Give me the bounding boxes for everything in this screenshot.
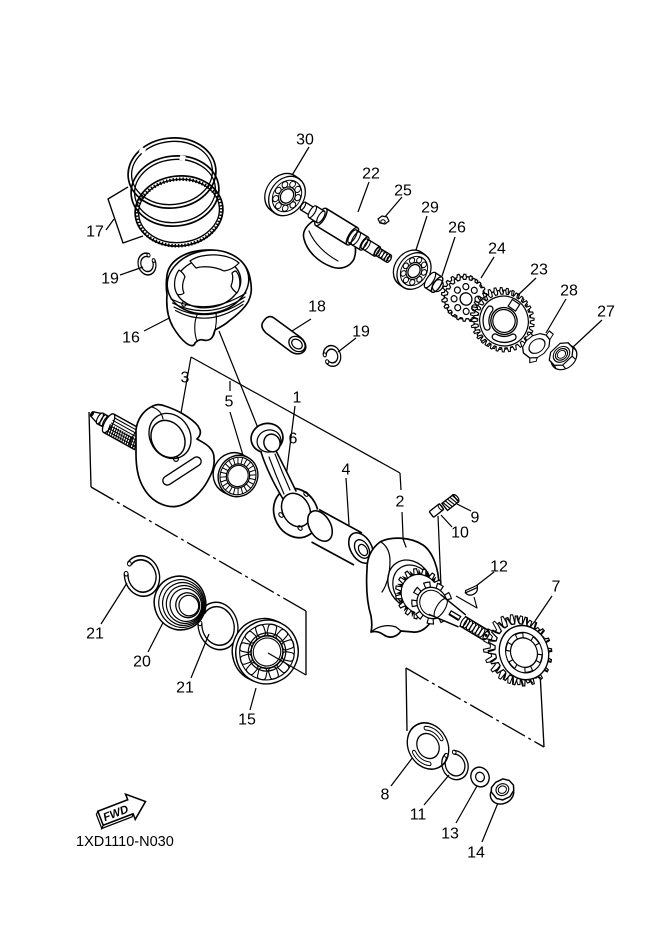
svg-text:26: 26 (448, 220, 466, 237)
svg-text:1XD1110-N030: 1XD1110-N030 (76, 834, 174, 850)
svg-text:8: 8 (381, 787, 390, 804)
svg-text:17: 17 (86, 224, 104, 241)
svg-text:23: 23 (530, 262, 548, 279)
svg-text:6: 6 (289, 431, 298, 448)
svg-text:7: 7 (552, 579, 561, 596)
svg-text:9: 9 (471, 510, 480, 527)
svg-text:5: 5 (225, 394, 234, 411)
svg-text:20: 20 (133, 654, 151, 671)
svg-text:4: 4 (342, 462, 351, 479)
svg-text:1: 1 (293, 390, 302, 407)
svg-text:3: 3 (181, 370, 190, 387)
svg-text:13: 13 (441, 826, 459, 843)
svg-text:21: 21 (176, 680, 194, 697)
svg-text:21: 21 (86, 626, 104, 643)
svg-text:10: 10 (451, 525, 469, 542)
svg-text:2: 2 (396, 494, 405, 511)
svg-text:19: 19 (352, 324, 370, 341)
svg-text:11: 11 (410, 807, 427, 824)
svg-text:25: 25 (394, 183, 412, 200)
svg-text:16: 16 (122, 330, 140, 347)
svg-text:22: 22 (362, 166, 380, 183)
svg-text:29: 29 (421, 200, 439, 217)
svg-text:19: 19 (101, 271, 119, 288)
svg-text:14: 14 (467, 845, 485, 862)
svg-text:12: 12 (490, 559, 508, 576)
svg-text:24: 24 (488, 241, 506, 258)
svg-text:18: 18 (308, 299, 326, 316)
svg-text:30: 30 (296, 132, 314, 149)
svg-text:28: 28 (560, 283, 578, 300)
svg-text:27: 27 (597, 304, 615, 321)
svg-text:15: 15 (238, 712, 256, 729)
